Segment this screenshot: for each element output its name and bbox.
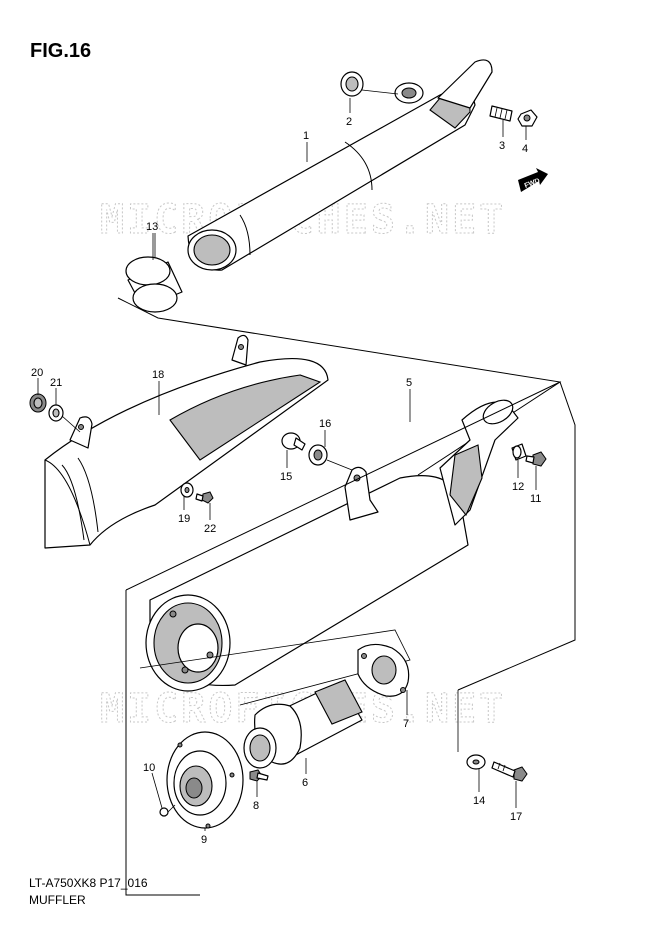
callout-3: 3 bbox=[499, 140, 505, 152]
callout-18: 18 bbox=[152, 369, 164, 381]
exhaust-pipe[interactable] bbox=[187, 59, 493, 271]
callout-17: 17 bbox=[510, 811, 522, 823]
callout-9: 9 bbox=[201, 834, 207, 846]
callout-1: 1 bbox=[303, 130, 309, 142]
callout-20: 20 bbox=[31, 367, 43, 379]
callout-16: 16 bbox=[319, 418, 331, 430]
callout-21: 21 bbox=[50, 377, 62, 389]
fwd-arrow-icon: FWD bbox=[518, 168, 548, 192]
callout-8: 8 bbox=[253, 800, 259, 812]
sleeve-13[interactable] bbox=[125, 256, 183, 313]
bolt-11[interactable] bbox=[525, 451, 547, 467]
callout-6: 6 bbox=[302, 777, 308, 789]
callout-4: 4 bbox=[522, 143, 528, 155]
callout-22: 22 bbox=[204, 523, 216, 535]
end-cap-9[interactable] bbox=[166, 731, 244, 829]
callout-5: 5 bbox=[406, 377, 412, 389]
nut-4[interactable] bbox=[517, 109, 538, 127]
callout-14: 14 bbox=[473, 795, 485, 807]
bolt-22[interactable] bbox=[195, 491, 214, 504]
callout-labels: 1 2 3 4 5 6 7 8 9 10 11 12 13 14 15 16 1… bbox=[31, 116, 541, 846]
gasket-7[interactable] bbox=[357, 643, 410, 697]
figure-title: FIG.16 bbox=[30, 40, 92, 62]
bolt-15[interactable] bbox=[281, 432, 306, 451]
callout-2: 2 bbox=[346, 116, 352, 128]
stud-bolt-3[interactable] bbox=[489, 105, 513, 122]
gasket-ring-2[interactable] bbox=[340, 71, 364, 97]
washer-19[interactable] bbox=[180, 482, 194, 498]
callout-11: 11 bbox=[530, 493, 541, 505]
grommet-20[interactable] bbox=[29, 393, 47, 413]
callout-12: 12 bbox=[512, 481, 524, 493]
screw-8[interactable] bbox=[249, 769, 269, 782]
spark-arrester-6[interactable] bbox=[243, 679, 363, 769]
callout-10: 10 bbox=[143, 762, 155, 774]
leader-lines bbox=[37, 98, 537, 831]
callout-15: 15 bbox=[280, 471, 292, 483]
screw-10[interactable] bbox=[159, 804, 176, 817]
collar-21[interactable] bbox=[48, 404, 64, 422]
callout-7: 7 bbox=[403, 718, 409, 730]
bolt-17[interactable] bbox=[491, 761, 528, 782]
diagram-caption: MUFFLER bbox=[29, 893, 86, 907]
diagram-code: LT-A750XK8 P17_016 bbox=[29, 876, 148, 890]
washer-14[interactable] bbox=[466, 754, 486, 770]
callout-19: 19 bbox=[178, 513, 190, 525]
spacer-12[interactable] bbox=[511, 443, 527, 461]
heat-shield-18[interactable] bbox=[44, 334, 329, 549]
callout-13: 13 bbox=[146, 221, 158, 233]
grommet-16[interactable] bbox=[308, 444, 328, 466]
